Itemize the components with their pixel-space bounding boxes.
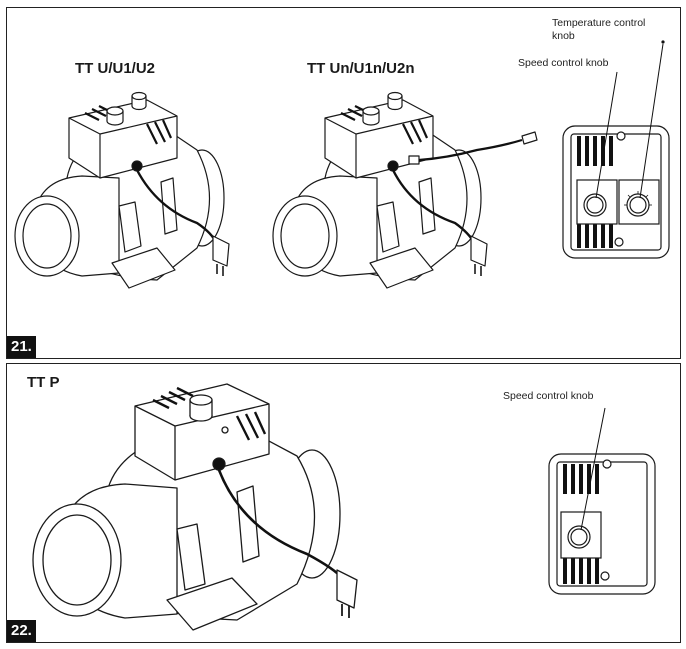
model-label-tt-un: TT Un/U1n/U2n xyxy=(307,60,415,77)
callout-speed-knob-21: Speed control knob xyxy=(518,57,609,69)
callout-temperature-line2: knob xyxy=(552,30,575,42)
figure-22-panel: TT P Speed control knob xyxy=(6,363,681,643)
model-label-tt-u: TT U/U1/U2 xyxy=(75,60,156,77)
control-panel-closeup-21 xyxy=(562,40,670,259)
model-label-tt-p: TT P xyxy=(27,374,60,391)
figure-21-panel: TT U/U1/U2 TT Un/U1n/U2n Temperature con… xyxy=(6,7,681,359)
fan-unit-tt-u xyxy=(14,91,230,289)
figure-number-22: 22. xyxy=(7,620,36,642)
figure-number-21: 21. xyxy=(7,336,36,358)
figure-22-illustration xyxy=(32,383,656,631)
control-panel-closeup-22 xyxy=(548,407,656,595)
callout-temperature-line1: Temperature control xyxy=(552,17,646,29)
box-ridges xyxy=(84,105,173,145)
figure-21-illustration xyxy=(14,40,670,289)
fan-unit-tt-p xyxy=(32,383,358,631)
callout-speed-knob-22: Speed control knob xyxy=(503,390,594,402)
fan-unit-tt-un xyxy=(272,91,538,289)
